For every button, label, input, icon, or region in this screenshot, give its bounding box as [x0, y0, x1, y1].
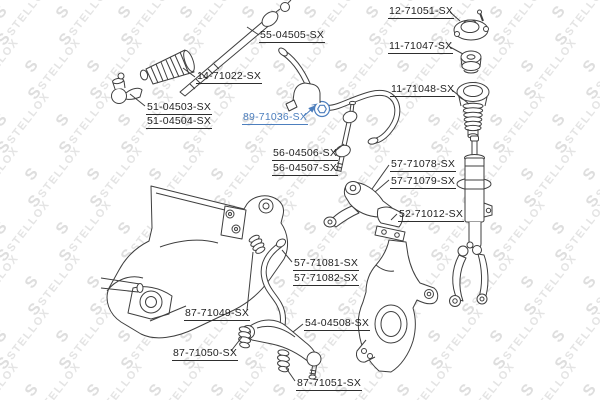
part-label-tension-rod[interactable]: 57-71082-SX	[293, 272, 360, 287]
part-label-bump-stop-boot[interactable]: 11-71048-SX	[390, 83, 456, 98]
part-label-stabilizer-link[interactable]: 56-04507-SX	[272, 162, 339, 177]
part-label-lower-arm-front-bushing[interactable]: 87-71050-SX	[172, 347, 239, 362]
part-label-tension-rod[interactable]: 57-71081-SX	[293, 257, 360, 272]
strut-bearing-part[interactable]	[460, 50, 482, 74]
bump-stop-boot-part[interactable]	[456, 82, 490, 139]
part-label-subframe-bushing[interactable]: 87-71049-SX	[184, 307, 251, 322]
lower-arm-front-bushing-part[interactable]	[236, 326, 253, 349]
tie-rod-part[interactable]	[179, 0, 292, 97]
subframe-bushing-part[interactable]	[248, 234, 267, 256]
stabilizer-bracket-part[interactable]	[285, 82, 321, 112]
strut-fork-part[interactable]	[449, 241, 489, 307]
part-label-strut-bearing[interactable]: 11-71047-SX	[388, 40, 454, 55]
part-label-lower-control-arm[interactable]: 54-04508-SX	[304, 317, 371, 332]
part-label-tie-rod-end[interactable]: 51-04503-SX	[146, 101, 213, 116]
subframe-part[interactable]	[100, 185, 289, 339]
tie-rod-end-part[interactable]	[111, 72, 143, 104]
strut-mount-part[interactable]	[453, 9, 489, 41]
part-label-stabilizer-bushing[interactable]: 89-71036-SX	[242, 111, 309, 126]
shock-absorber-part[interactable]	[456, 135, 493, 248]
part-label-tie-rod-end[interactable]: 51-04504-SX	[146, 115, 213, 130]
part-label-stabilizer-link[interactable]: 56-04506-SX	[272, 147, 339, 162]
part-label-upper-control-arm[interactable]: 57-71079-SX	[390, 175, 457, 190]
part-label-steering-rack-boot[interactable]: 14-71022-SX	[196, 70, 263, 85]
part-label-upper-control-arm[interactable]: 57-71078-SX	[390, 158, 457, 173]
part-label-strut-mount[interactable]: 12-71051-SX	[388, 5, 455, 20]
steering-rack-boot-part[interactable]	[139, 49, 196, 85]
part-label-upper-ball-joint[interactable]: 52-71012-SX	[398, 208, 465, 223]
upper-ball-joint-part[interactable]	[374, 206, 406, 242]
steering-knuckle-part[interactable]	[356, 239, 439, 373]
part-label-lower-arm-rear-bushing[interactable]: 87-71051-SX	[296, 377, 363, 392]
lower-arm-rear-bushing-part[interactable]	[275, 349, 292, 373]
leader-lines	[129, 11, 470, 382]
part-label-tie-rod[interactable]: 55-04505-SX	[259, 29, 326, 44]
stabilizer-link-part[interactable]	[334, 100, 358, 172]
